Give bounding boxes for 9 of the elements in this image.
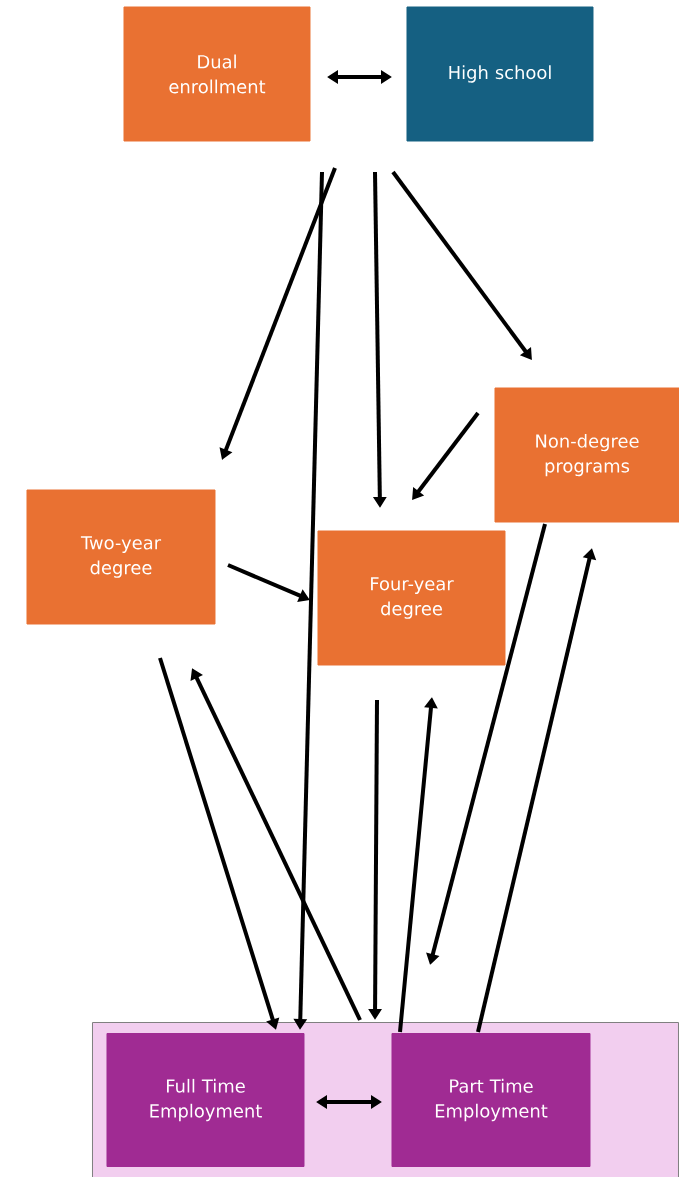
process-box: Full Time Employment xyxy=(106,1033,305,1167)
process-box: Two-year degree xyxy=(26,489,216,625)
process-box: Part Time Employment xyxy=(391,1033,591,1167)
arrow xyxy=(391,170,532,360)
process-box: High school xyxy=(406,6,594,142)
process-box: Dual enrollment xyxy=(123,6,311,142)
process-box: Non-degree programs xyxy=(494,387,679,523)
arrow xyxy=(412,411,480,500)
process-box: Four-year degree xyxy=(317,530,506,666)
